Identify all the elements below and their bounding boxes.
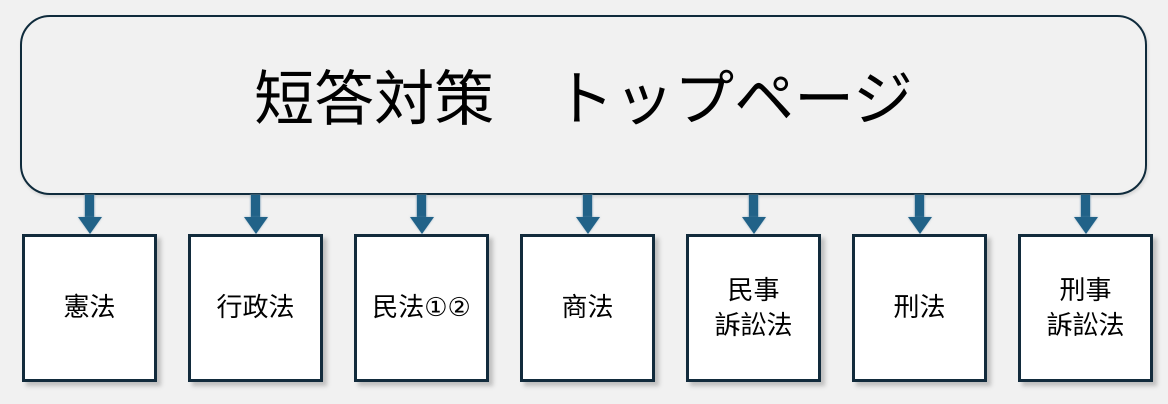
down-arrow-icon: [243, 195, 268, 234]
arrow-head: [575, 217, 600, 234]
arrow-shaft: [749, 195, 758, 217]
column-constitutional-law: 憲法: [22, 195, 157, 382]
subject-label: 刑事 訴訟法: [1046, 274, 1125, 340]
subject-node-criminal-procedure-law: 刑事 訴訟法: [1018, 234, 1153, 382]
down-arrow-icon: [907, 195, 932, 234]
subject-columns: 憲法 行政法 民法①②: [22, 195, 1153, 382]
subject-node-civil-law: 民法①②: [354, 234, 489, 382]
column-criminal-law: 刑法: [852, 195, 987, 382]
down-arrow-icon: [575, 195, 600, 234]
subject-node-criminal-law: 刑法: [852, 234, 987, 382]
arrow-head: [409, 217, 434, 234]
arrow-shaft: [1081, 195, 1090, 217]
arrow-head: [907, 217, 932, 234]
subject-node-commercial-law: 商法: [520, 234, 655, 382]
arrow-head: [741, 217, 766, 234]
page-title: 短答対策 トップページ: [254, 66, 913, 133]
arrow-head: [77, 217, 102, 234]
top-page-node: 短答対策 トップページ: [20, 15, 1147, 195]
down-arrow-icon: [741, 195, 766, 234]
arrow-shaft: [417, 195, 426, 217]
column-commercial-law: 商法: [520, 195, 655, 382]
arrow-head: [1073, 217, 1098, 234]
arrow-shaft: [583, 195, 592, 217]
subject-node-administrative-law: 行政法: [188, 234, 323, 382]
column-civil-law: 民法①②: [354, 195, 489, 382]
subject-label: 憲法: [63, 292, 116, 323]
down-arrow-icon: [409, 195, 434, 234]
arrow-head: [243, 217, 268, 234]
subject-label: 民法①②: [372, 292, 471, 323]
column-criminal-procedure-law: 刑事 訴訟法: [1018, 195, 1153, 382]
column-administrative-law: 行政法: [188, 195, 323, 382]
subject-label: 刑法: [893, 292, 946, 323]
column-civil-procedure-law: 民事 訴訟法: [686, 195, 821, 382]
subject-node-constitutional-law: 憲法: [22, 234, 157, 382]
subject-node-civil-procedure-law: 民事 訴訟法: [686, 234, 821, 382]
down-arrow-icon: [1073, 195, 1098, 234]
arrow-shaft: [251, 195, 260, 217]
subject-label: 商法: [561, 292, 614, 323]
subject-label: 行政法: [216, 292, 295, 323]
arrow-shaft: [85, 195, 94, 217]
subject-label: 民事 訴訟法: [714, 274, 793, 340]
arrow-shaft: [915, 195, 924, 217]
down-arrow-icon: [77, 195, 102, 234]
